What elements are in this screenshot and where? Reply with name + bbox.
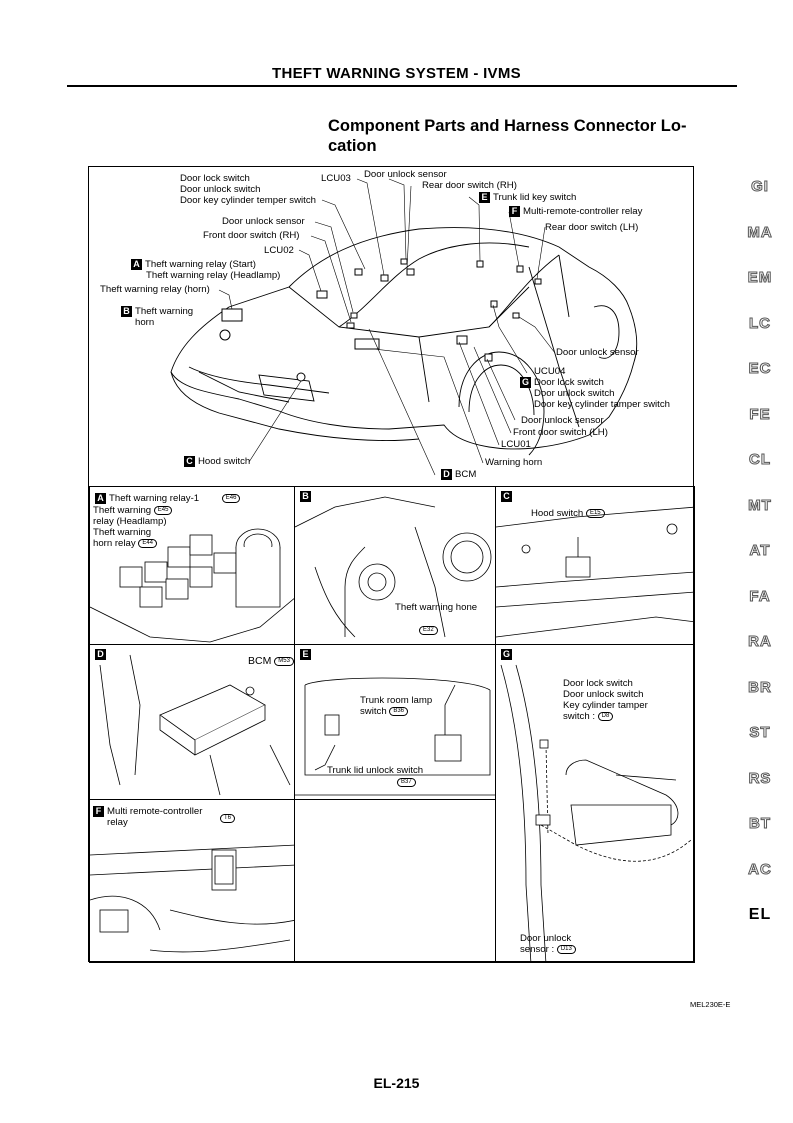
panel-g-key-cylinder: Key cylinder tamper — [563, 700, 648, 711]
nav-item-br[interactable]: BR — [748, 678, 772, 696]
letter-c-badge: C — [184, 456, 195, 467]
callout-door-lock-switch: Door lock switch — [180, 173, 250, 184]
callout-g-door-key-cylinder: Door key cylinder tamper switch — [534, 399, 670, 410]
nav-item-rs[interactable]: RS — [748, 769, 772, 787]
nav-item-fe[interactable]: FE — [749, 405, 771, 423]
panel-c-hood-switch: Hood switch E15 — [531, 508, 605, 519]
nav-item-at[interactable]: AT — [749, 542, 771, 560]
callout-door-unlock-sensor-bottom: Door unlock sensor — [521, 415, 604, 426]
callout-door-key-cylinder: Door key cylinder temper switch — [180, 195, 316, 206]
callout-ucu04: UCU04 — [534, 366, 566, 377]
letter-g-badge: G — [520, 377, 531, 388]
component-location-figure: Door lock switch Door unlock switch Door… — [88, 166, 695, 963]
panel-c: C Hood switch E15 — [495, 486, 695, 645]
callout-front-door-switch-lh: Front door switch (LH) — [513, 427, 608, 438]
header-rule — [67, 85, 737, 87]
letter-d-badge: D — [441, 469, 452, 480]
panel-b-label: Theft warning hone — [395, 602, 478, 613]
section-title-line1: Component Parts and Harness Connector Lo… — [328, 117, 687, 135]
callout-door-unlock-sensor-left: Door unlock sensor — [222, 216, 305, 227]
panel-e-trunk-lid-unlock: Trunk lid unlock switch — [327, 765, 424, 776]
section-title-line2: cation — [328, 137, 377, 155]
nav-item-lc[interactable]: LC — [749, 314, 771, 332]
callout-door-unlock-sensor-right: Door unlock sensor — [556, 347, 639, 358]
nav-item-ra[interactable]: RA — [748, 633, 772, 651]
nav-item-ac[interactable]: AC — [748, 860, 772, 878]
letter-a-badge: A — [131, 259, 142, 270]
letter-e-badge: E — [479, 192, 490, 203]
nav-item-el[interactable]: EL — [748, 906, 772, 923]
panel-d-bcm: BCM M53 — [248, 656, 294, 667]
callout-rear-door-switch-rh: Rear door switch (RH) — [422, 180, 517, 191]
page-header-title: THEFT WARNING SYSTEM - IVMS — [272, 65, 521, 82]
nav-item-gi[interactable]: GI — [751, 178, 769, 196]
panel-b-letter: B — [300, 491, 311, 502]
panel-e-letter: E — [300, 649, 311, 660]
section-title: Component Parts and Harness Connector Lo… — [328, 116, 728, 156]
car-illustration — [170, 178, 638, 476]
callout-warning-horn: Warning horn — [485, 457, 543, 468]
panel-empty — [294, 799, 496, 963]
callout-rear-door-switch-lh: Rear door switch (LH) — [545, 222, 639, 233]
callout-front-door-switch-rh: Front door switch (RH) — [203, 230, 300, 241]
callout-theft-relay-horn: Theft warning relay (horn) — [100, 284, 210, 295]
figure-code: MEL230E-E — [690, 1000, 731, 1009]
section-index-nav: GI MA EM LC EC FE CL MT AT FA RA BR ST R… — [740, 178, 780, 952]
nav-item-mt[interactable]: MT — [748, 496, 772, 514]
panel-g-switch-conn: switch : D8 — [563, 711, 614, 722]
panel-f-letter: F — [93, 806, 104, 817]
callout-lcu02: LCU02 — [264, 245, 294, 256]
panel-d-letter: D — [95, 649, 106, 660]
page-number: EL-215 — [373, 1075, 420, 1091]
callout-lcu01: LCU01 — [501, 439, 531, 450]
nav-item-ec[interactable]: EC — [748, 360, 772, 378]
nav-item-em[interactable]: EM — [747, 269, 773, 287]
panel-f-conn: T6 — [220, 813, 236, 824]
nav-item-fa[interactable]: FA — [749, 587, 771, 605]
nav-item-ma[interactable]: MA — [747, 223, 773, 241]
callout-theft-relay-headlamp: Theft warning relay (Headlamp) — [146, 270, 281, 281]
letter-f-badge: F — [509, 206, 520, 217]
panel-b-conn: E32 — [419, 625, 438, 636]
panel-b: B Theft warning hone E32 — [294, 486, 496, 645]
panel-e-trunk-lid-conn: B37 — [397, 777, 416, 788]
panel-c-letter: C — [501, 491, 512, 502]
callout-lcu03: LCU03 — [321, 173, 351, 184]
panel-g-letter: G — [501, 649, 512, 660]
callout-g-door-unlock-switch: Door unlock switch — [534, 388, 615, 399]
panel-g: G Door lock switch Door unlock switch Ke… — [495, 644, 695, 963]
panel-a-letter: A — [95, 493, 106, 504]
callout-door-unlock-switch: Door unlock switch — [180, 184, 261, 195]
nav-item-bt[interactable]: BT — [749, 815, 771, 833]
letter-b-badge: B — [121, 306, 132, 317]
callout-door-unlock-sensor-top: Door unlock sensor — [364, 169, 447, 180]
nav-item-st[interactable]: ST — [749, 724, 771, 742]
panel-d: D BCM M53 — [89, 644, 295, 800]
panel-g-door-unlock: Door unlock switch — [563, 689, 644, 700]
nav-item-cl[interactable]: CL — [749, 451, 771, 469]
panel-g-door-lock: Door lock switch — [563, 678, 633, 689]
